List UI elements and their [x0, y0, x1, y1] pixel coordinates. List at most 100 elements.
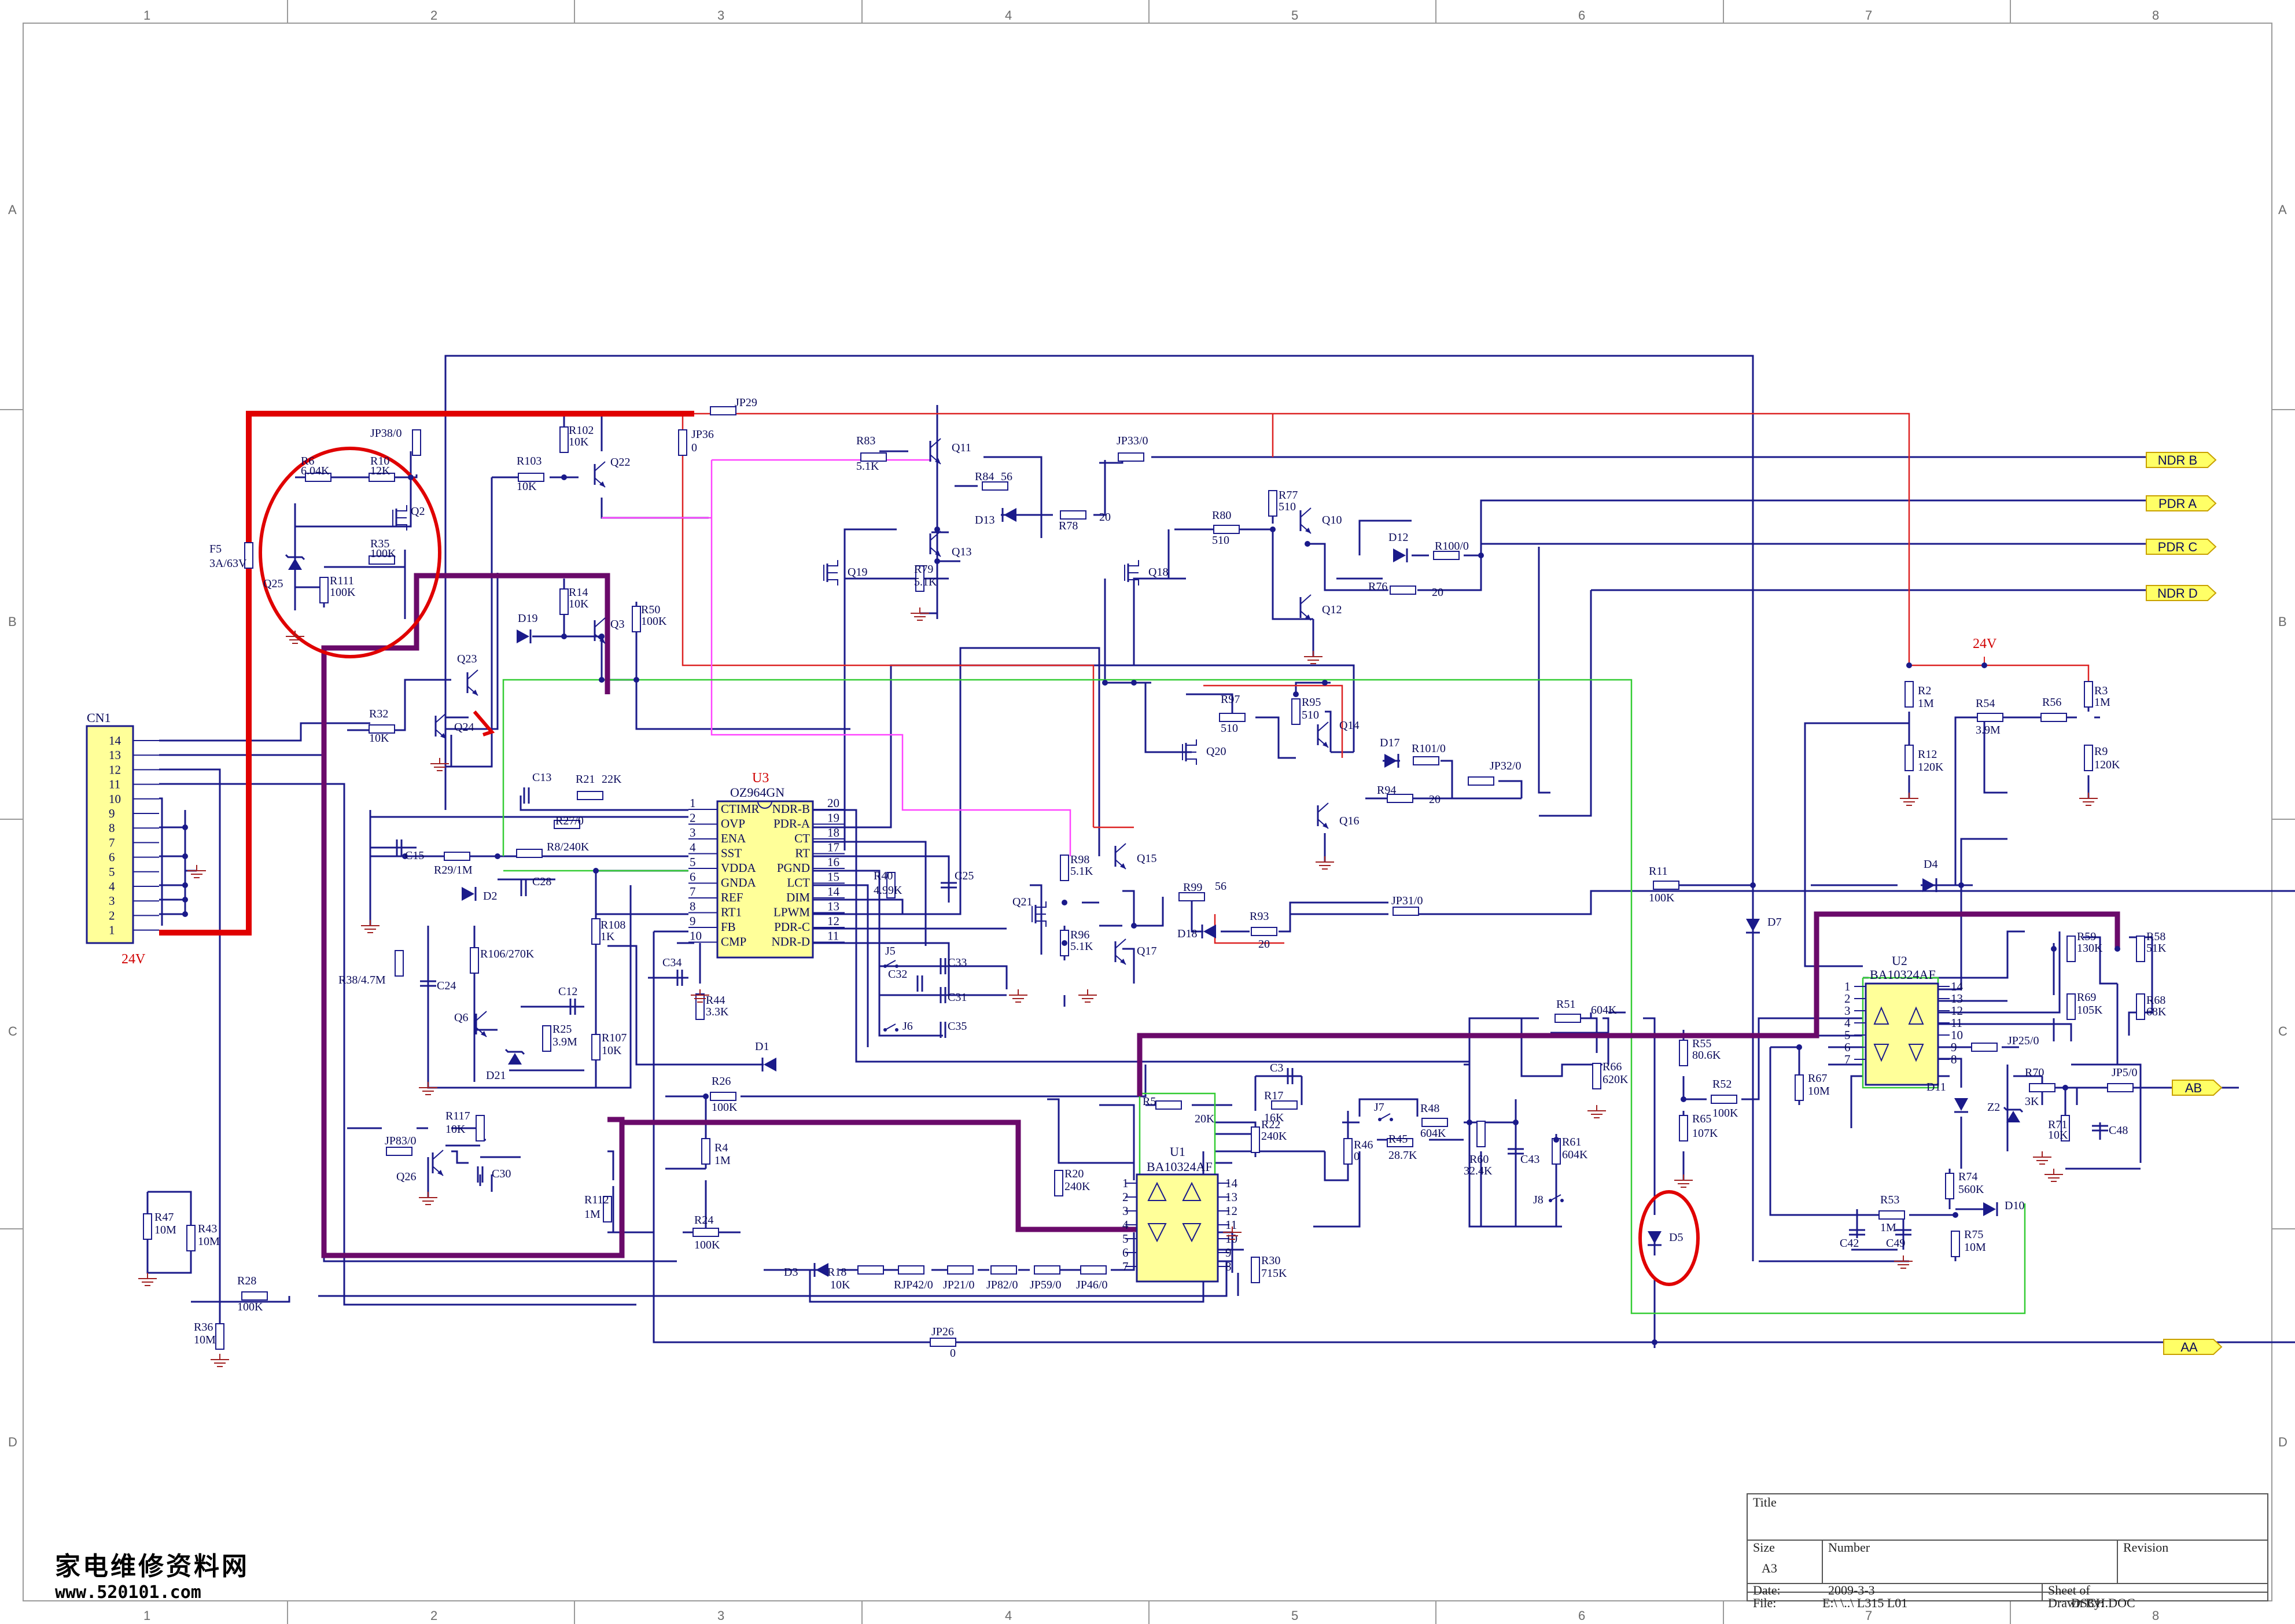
junction-dot: [561, 474, 567, 480]
label-q23-ref: Q23: [457, 653, 477, 665]
label-q17-ref: Q17: [1137, 945, 1156, 958]
label-r40-ref: R40: [874, 870, 893, 882]
label-d7-ref: D7: [1767, 916, 1781, 929]
symbol-jp5: [2107, 1083, 2134, 1092]
label-r3-ref: R3: [2094, 684, 2108, 697]
symbol-jp32: [1468, 776, 1494, 786]
symbol-jp83: [386, 1147, 412, 1156]
label-jp29-ref: JP29: [735, 396, 757, 409]
cn1-pin-number: 5: [109, 865, 115, 879]
label-jp83-ref: JP83/0: [385, 1135, 416, 1147]
symbol-r68: [2136, 993, 2145, 1020]
label-r99-ref: R99: [1183, 881, 1202, 894]
symbol-r22: [1251, 1126, 1260, 1153]
port-pdr-a: PDR A: [2146, 495, 2217, 511]
label-r97-value: 510: [1221, 722, 1238, 735]
junction-dot: [182, 882, 188, 888]
label-jp26-value: 0: [950, 1347, 956, 1360]
label-jp31-ref: JP31/0: [1391, 894, 1423, 907]
symbol-j6: [883, 1023, 898, 1032]
label-r11-ref: R11: [1649, 865, 1668, 878]
label-r30-ref: R30: [1261, 1254, 1280, 1267]
label-c12-ref: C12: [558, 985, 577, 998]
u2-pin-number: 12: [1951, 1004, 1963, 1018]
ground-symbol: [1894, 1255, 1913, 1269]
junction-dot: [495, 853, 500, 859]
label-r46-value: 0: [1354, 1150, 1360, 1163]
label-r48-value: 604K: [1420, 1127, 1446, 1140]
symbol-r117: [476, 1115, 485, 1141]
symbol-r112: [603, 1196, 612, 1222]
label-r83-value: 5.1K: [856, 460, 879, 473]
cn1-pin-number: 4: [109, 879, 115, 893]
label-r28-value: 100K: [237, 1301, 263, 1313]
u3-pin-number: 6: [690, 870, 696, 884]
symbol-r67: [1795, 1074, 1804, 1101]
ground-symbol: [691, 989, 709, 1003]
label-q15-ref: Q15: [1137, 852, 1156, 865]
ground-symbol: [419, 1192, 437, 1205]
label-r84-value: 56: [1001, 470, 1012, 483]
title-block: [1747, 1493, 2268, 1601]
u3-pin-name: LCT: [787, 876, 810, 890]
label-r99-value: 56: [1215, 880, 1226, 893]
label-r68-ref: R68: [2146, 994, 2165, 1007]
label-q3-ref: Q3: [610, 618, 624, 631]
symbol-r43: [186, 1225, 196, 1251]
col-label-8: 8: [2152, 8, 2159, 23]
col-label-5-bottom: 5: [1291, 1608, 1298, 1623]
label-r75-ref: R75: [1964, 1228, 1983, 1241]
label-r74-value: 560K: [1958, 1183, 1984, 1196]
symbol-c24: [420, 980, 436, 987]
symbol-r99: [1178, 892, 1205, 901]
ground-symbol: [361, 920, 380, 933]
symbol-jp25: [1971, 1043, 1998, 1052]
col-label-2: 2: [430, 8, 437, 23]
symbol-jp33: [1118, 452, 1144, 462]
u2-pin-number: 10: [1951, 1028, 1963, 1042]
row-label-D: D: [8, 1435, 17, 1449]
component-labels: F53A/63VR66.04KR1012KJP38/0Q2R35100KR111…: [154, 396, 2167, 1360]
label-d17-ref: D17: [1380, 736, 1399, 749]
symbol-r60: [1476, 1121, 1486, 1147]
u1-pin-number: 3: [1122, 1204, 1129, 1218]
symbol-r100: [1433, 551, 1460, 560]
label-r111-value: 100K: [330, 586, 356, 599]
watermark-url: www.520101.com: [55, 1582, 201, 1603]
label-r18-value: 10K: [830, 1279, 850, 1291]
symbol-q13: [929, 531, 941, 557]
ground-symbol: [187, 865, 206, 878]
label-q24-ref: Q24: [454, 721, 474, 734]
symbol-r53: [1878, 1210, 1905, 1220]
symbol-q25: [285, 554, 305, 570]
label-q14-ref: Q14: [1339, 719, 1359, 732]
symbol-c34: [676, 970, 683, 986]
label-r68-value: 68K: [2146, 1006, 2167, 1018]
cn1-pin-number: 7: [109, 835, 115, 849]
u3-pin-name: PDR-C: [774, 920, 810, 934]
label-jp25-ref: JP25/0: [2007, 1034, 2039, 1047]
junction-dot: [1062, 940, 1067, 946]
label-r60-ref: R60: [1469, 1153, 1489, 1166]
label-q2-ref: Q2: [411, 505, 425, 518]
junction-dot: [182, 824, 188, 830]
symbol-r21: [577, 791, 603, 800]
label-d13-ref: D13: [975, 514, 994, 526]
symbol-d21: [504, 1048, 525, 1065]
cn1-pin-number: 3: [109, 894, 115, 908]
component-symbols: [138, 406, 2145, 1367]
junction-dot: [1102, 680, 1108, 686]
junction-dot: [1553, 1137, 1559, 1143]
label-j7-ref: J7: [1374, 1101, 1384, 1114]
label-r48-ref: R48: [1420, 1102, 1439, 1115]
label-c32-ref: C32: [888, 968, 907, 981]
label-r117-ref: R117: [445, 1110, 470, 1122]
symbol-q18: [1124, 560, 1139, 585]
ground-symbol: [1078, 989, 1097, 1003]
label-jp32-ref: JP32/0: [1490, 760, 1521, 772]
label-jp46-ref: JP46/0: [1076, 1279, 1107, 1291]
